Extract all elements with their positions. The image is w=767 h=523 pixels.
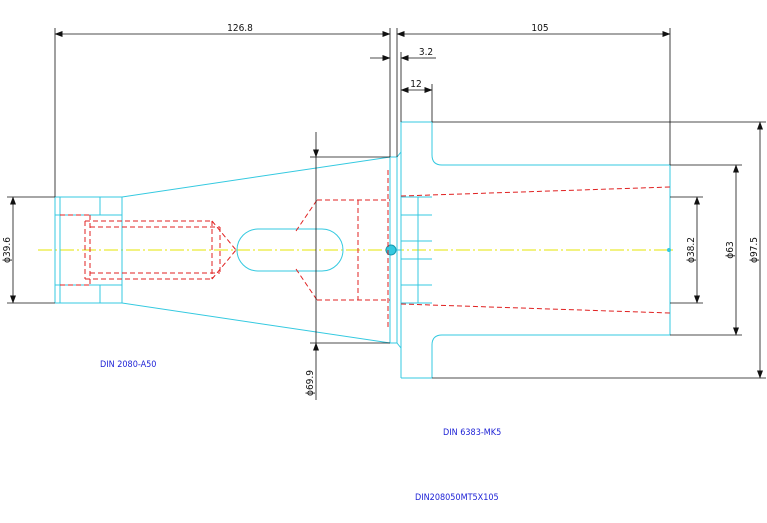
dim-dia-bore: ϕ38.2 — [686, 237, 697, 263]
label-right-part: DIN 6383-MK5 — [443, 428, 501, 438]
dim-dia-small: ϕ39.6 — [2, 237, 13, 263]
hidden-lines — [60, 170, 671, 330]
dim-dia-outer: ϕ97.5 — [749, 237, 760, 263]
dim-collar: 12 — [410, 79, 421, 90]
dimension-lines — [7, 28, 766, 400]
label-assembly: DIN208050MT5X105 — [415, 493, 499, 503]
dim-gap: 3.2 — [419, 47, 433, 58]
part-outline — [54, 121, 671, 379]
dim-dia-mid: ϕ63 — [725, 241, 736, 258]
dim-dia-taper: ϕ69.9 — [305, 370, 316, 396]
dim-length-left: 126.8 — [227, 23, 253, 34]
label-left-part: DIN 2080-A50 — [100, 360, 156, 370]
dim-length-right: 105 — [531, 23, 548, 34]
